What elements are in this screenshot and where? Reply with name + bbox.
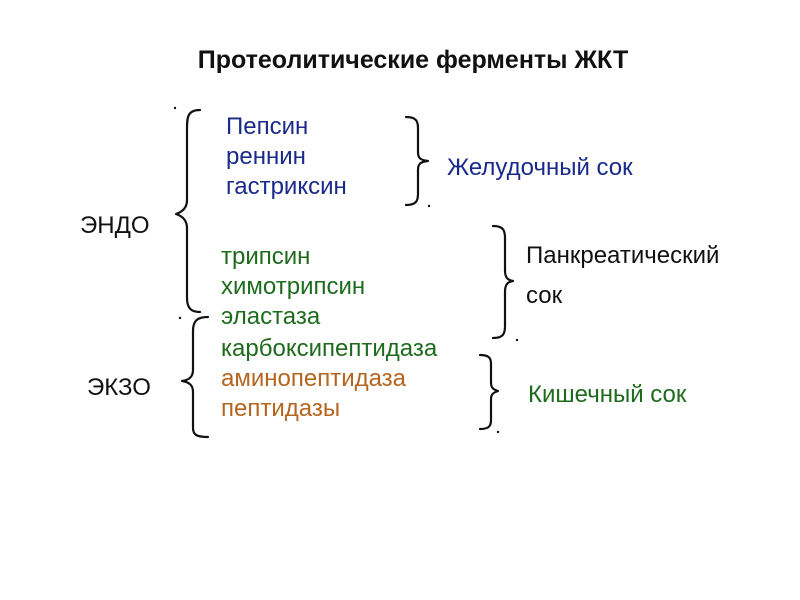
dot-mark [496,430,500,434]
brace-exo [180,315,210,439]
enzyme-chymotrypsin: химотрипсин [221,273,366,300]
group-label-endo: ЭНДО [80,212,150,239]
group-label-exo: ЭКЗО [87,374,151,401]
dot-mark [178,316,182,320]
juice-pancreatic-line2: сок [526,282,563,309]
enzyme-carboxypeptidase: карбоксипептидаза [221,335,438,362]
enzyme-gastricsin: гастриксин [226,173,347,200]
juice-pancreatic-line1: Панкреатический [526,242,720,269]
brace-pancreatic [491,224,515,340]
dot-mark [173,106,177,110]
enzyme-trypsin: трипсин [221,243,311,270]
enzyme-elastase: эластаза [221,303,321,330]
dot-mark [515,338,519,342]
stray-dots [173,106,519,434]
enzyme-rennin: реннин [226,143,306,170]
dot-mark [427,204,431,208]
enzyme-pepsin: Пепсин [226,113,309,140]
page-title: Протеолитические ферменты ЖКТ [197,46,629,74]
brace-gastric [404,115,430,207]
enzyme-peptidases: пептидазы [221,395,341,422]
brace-endo [174,108,202,314]
juice-gastric: Желудочный сок [447,154,633,181]
brace-intestinal [478,353,500,431]
juice-intestinal: Кишечный сок [528,381,687,408]
enzyme-aminopeptidase: аминопептидаза [221,365,407,392]
